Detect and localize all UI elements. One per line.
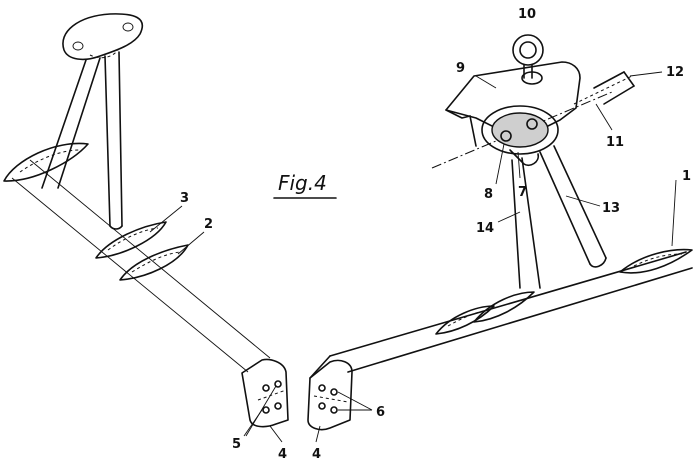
part-labels: 1 2 3 4 4 5 6 7 8 9 10 11 12 13 14 bbox=[180, 7, 691, 462]
label-3: 3 bbox=[180, 191, 189, 206]
fin bbox=[435, 305, 495, 335]
pivot-drum bbox=[481, 105, 559, 167]
left-assembly bbox=[3, 13, 289, 437]
fin bbox=[473, 291, 535, 323]
left-arm bbox=[3, 142, 271, 373]
fin-1 bbox=[619, 248, 693, 274]
label-9: 9 bbox=[456, 61, 465, 76]
label-6: 6 bbox=[376, 405, 385, 420]
mount-bracket bbox=[445, 61, 581, 147]
label-14: 14 bbox=[476, 221, 494, 236]
label-13: 13 bbox=[602, 201, 620, 216]
plate-hole bbox=[72, 41, 84, 51]
label-4-left: 4 bbox=[278, 447, 287, 461]
label-2: 2 bbox=[204, 217, 213, 232]
left-end-block bbox=[241, 358, 289, 437]
label-10: 10 bbox=[518, 7, 536, 22]
label-12: 12 bbox=[666, 65, 684, 80]
label-5: 5 bbox=[232, 437, 241, 452]
label-1: 1 bbox=[682, 169, 691, 184]
fin bbox=[3, 142, 89, 182]
figure-caption: Fig.4 bbox=[273, 171, 337, 199]
label-7: 7 bbox=[518, 185, 527, 200]
left-struts bbox=[41, 51, 123, 230]
plate-hole bbox=[122, 22, 134, 32]
right-struts bbox=[511, 145, 607, 289]
leader-lines bbox=[149, 71, 677, 443]
shaft bbox=[573, 71, 635, 105]
label-11: 11 bbox=[606, 135, 624, 150]
caption-text: Fig.4 bbox=[278, 171, 327, 195]
right-assembly bbox=[307, 34, 693, 431]
eye-ring bbox=[512, 34, 544, 79]
fin-3 bbox=[95, 221, 167, 259]
right-end-block bbox=[307, 355, 373, 431]
right-arm bbox=[329, 248, 693, 373]
label-8: 8 bbox=[484, 187, 493, 202]
label-4-right: 4 bbox=[312, 447, 321, 461]
left-top-plate bbox=[62, 13, 144, 61]
